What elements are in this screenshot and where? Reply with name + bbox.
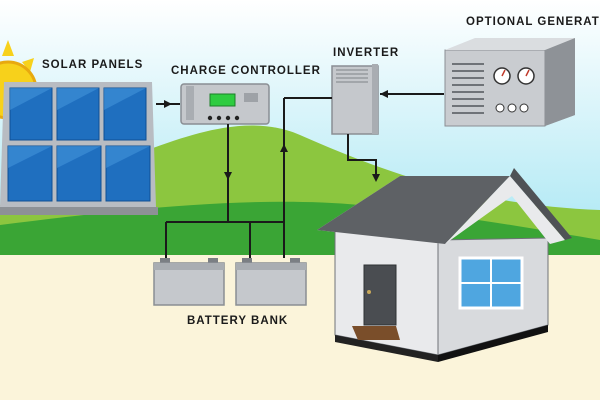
- door: [363, 264, 397, 326]
- inverter-icon: [331, 64, 379, 135]
- house-icon: [317, 168, 572, 362]
- charge-controller-label: CHARGE CONTROLLER: [171, 65, 321, 77]
- battery-icon: [235, 258, 307, 306]
- battery-bank-label: BATTERY BANK: [187, 315, 288, 327]
- charge-controller-icon: [180, 83, 270, 125]
- optional-generator-label: OPTIONAL GENERATOR: [466, 16, 600, 28]
- inverter-label: INVERTER: [333, 47, 399, 59]
- generator-icon: [444, 38, 575, 127]
- battery-icon: [153, 258, 225, 306]
- solar-panels-label: SOLAR PANELS: [42, 59, 143, 71]
- wire-arrows: [164, 90, 388, 182]
- solar-panel-icon: [0, 82, 158, 215]
